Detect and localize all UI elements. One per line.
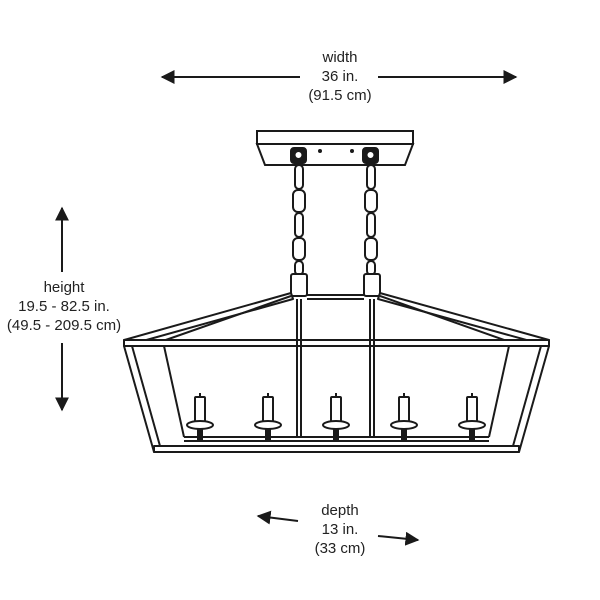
height-metric: (49.5 - 209.5 cm) [6, 317, 122, 334]
candle [390, 393, 418, 440]
candle [186, 393, 214, 440]
height-imperial: 19.5 - 82.5 in. [18, 298, 110, 315]
width-metric: (91.5 cm) [308, 87, 372, 104]
width-label: width 36 in. (91.5 cm) [290, 48, 390, 105]
ceiling-canopy [255, 130, 415, 166]
depth-imperial: 13 in. [321, 521, 359, 538]
right-chain [362, 147, 379, 276]
height-title: height [43, 279, 85, 296]
depth-title: depth [321, 502, 359, 519]
candle [458, 393, 486, 440]
candles [186, 393, 486, 440]
candle [254, 393, 282, 440]
height-label: height 19.5 - 82.5 in. (49.5 - 209.5 cm) [2, 278, 126, 335]
width-title: width [322, 49, 358, 66]
left-chain [290, 147, 307, 276]
candle [322, 393, 350, 440]
depth-label: depth 13 in. (33 cm) [290, 501, 390, 558]
depth-arrow [256, 510, 420, 546]
chain-connectors [290, 273, 381, 297]
depth-metric: (33 cm) [314, 540, 366, 557]
cage-frame [123, 292, 550, 453]
width-imperial: 36 in. [321, 68, 359, 85]
